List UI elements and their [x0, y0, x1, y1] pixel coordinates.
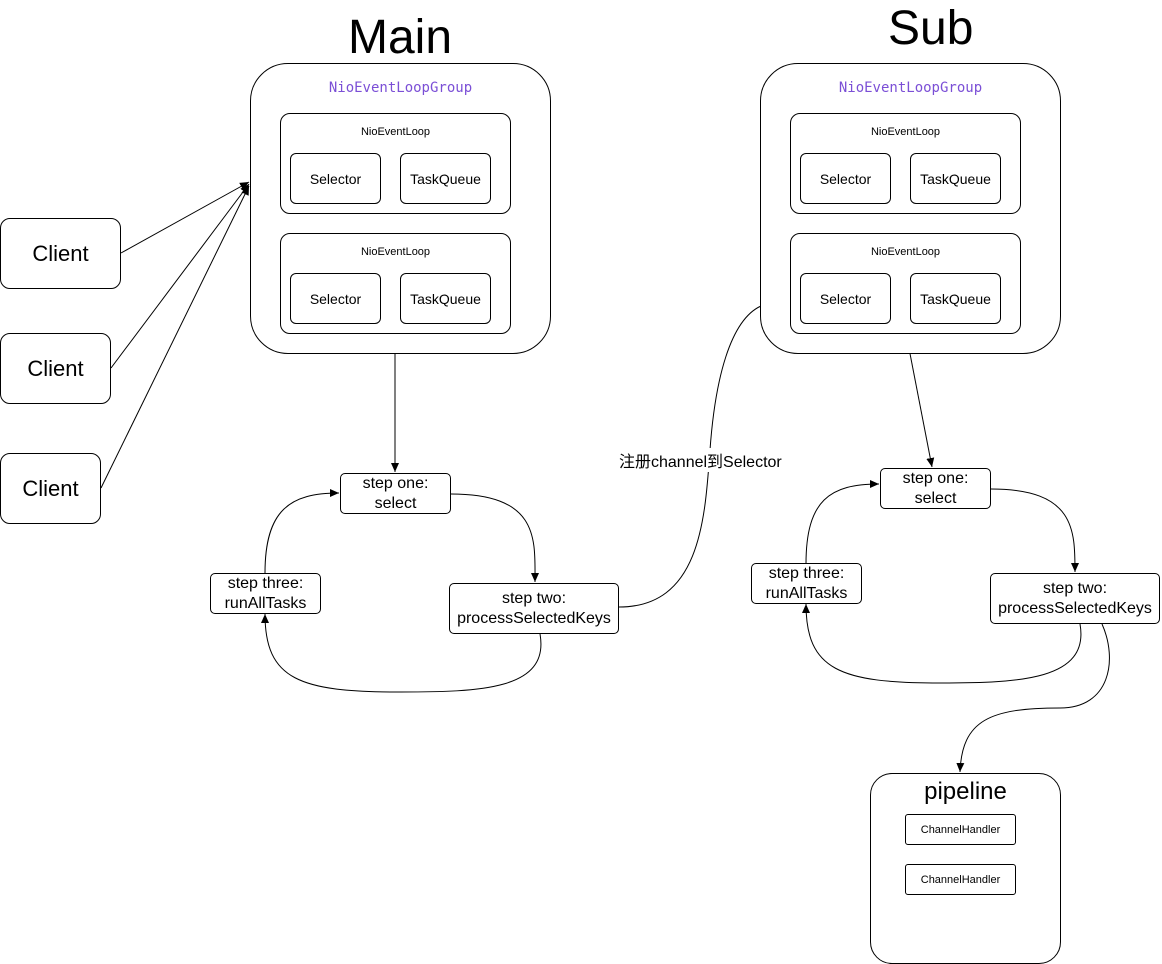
sub-nio-event-loop-group: NioEventLoopGroup NioEventLoop Selector … — [760, 63, 1061, 354]
sub-group-to-step-one — [905, 332, 935, 468]
selector-box: Selector — [290, 273, 381, 324]
client-box-1: Client — [0, 218, 121, 289]
sub-step-three-to-one — [805, 480, 880, 565]
group-label: NioEventLoopGroup — [838, 80, 983, 96]
task-queue-label: TaskQueue — [920, 290, 991, 307]
main-title: Main — [348, 11, 453, 64]
sub-step-one: step one: select — [880, 468, 991, 509]
client-3-connector — [100, 185, 250, 489]
task-queue-box: TaskQueue — [910, 273, 1001, 324]
step-action: select — [374, 494, 417, 512]
task-queue-label: TaskQueue — [410, 170, 481, 187]
channel-handler-box: ChannelHandler — [905, 814, 1016, 845]
group-label: NioEventLoopGroup — [328, 80, 473, 96]
client-label: Client — [22, 475, 79, 501]
channel-handler-box: ChannelHandler — [905, 864, 1016, 895]
selector-label: Selector — [309, 290, 362, 307]
step-heading: step one: — [362, 474, 429, 492]
client-box-3: Client — [0, 453, 101, 524]
loop-label: NioEventLoop — [870, 126, 941, 138]
sub-step-two: step two: processSelectedKeys — [990, 573, 1160, 624]
main-step-three-to-one — [264, 489, 340, 574]
client-2-connector — [110, 183, 250, 369]
sub-step-two-to-three — [802, 603, 1082, 684]
main-step-two: step two: processSelectedKeys — [449, 583, 619, 634]
sub-title: Sub — [888, 2, 974, 55]
selector-box: Selector — [290, 153, 381, 204]
client-label: Client — [32, 240, 89, 266]
selector-label: Selector — [819, 290, 872, 307]
step-heading: step two: — [1042, 579, 1108, 597]
pipeline-box: pipeline ChannelHandler ChannelHandler — [870, 773, 1061, 964]
nio-event-loop: NioEventLoop Selector TaskQueue — [790, 233, 1021, 334]
register-channel-label: 注册channel到Selector — [619, 448, 782, 472]
loop-label: NioEventLoop — [870, 246, 941, 258]
task-queue-box: TaskQueue — [910, 153, 1001, 204]
sub-step-three: step three: runAllTasks — [751, 563, 862, 604]
sub-step-one-to-two — [990, 488, 1079, 573]
selector-box: Selector — [800, 153, 891, 204]
step-action: runAllTasks — [765, 584, 848, 602]
channel-handler-label: ChannelHandler — [920, 823, 1001, 836]
step-action: processSelectedKeys — [998, 599, 1152, 617]
loop-label: NioEventLoop — [360, 246, 431, 258]
main-step-one: step one: select — [340, 473, 451, 514]
client-label: Client — [27, 355, 84, 381]
pipeline-title: pipeline — [924, 778, 1007, 805]
main-step-one-to-two — [450, 493, 540, 583]
step-heading: step three: — [768, 564, 845, 582]
selector-label: Selector — [309, 170, 362, 187]
step-heading: step one: — [902, 469, 969, 487]
nio-event-loop: NioEventLoop Selector TaskQueue — [280, 113, 511, 214]
selector-box: Selector — [800, 273, 891, 324]
main-step-two-to-three — [261, 613, 542, 693]
step-heading: step two: — [501, 589, 567, 607]
step-heading: step three: — [227, 574, 304, 592]
task-queue-label: TaskQueue — [410, 290, 481, 307]
task-queue-box: TaskQueue — [400, 273, 491, 324]
sub-step-two-to-pipeline — [956, 623, 1110, 773]
nio-event-loop: NioEventLoop Selector TaskQueue — [790, 113, 1021, 214]
client-1-connector — [120, 181, 250, 254]
channel-handler-label: ChannelHandler — [920, 873, 1001, 886]
task-queue-box: TaskQueue — [400, 153, 491, 204]
step-action: select — [914, 489, 957, 507]
task-queue-label: TaskQueue — [920, 170, 991, 187]
loop-label: NioEventLoop — [360, 126, 431, 138]
main-step-three: step three: runAllTasks — [210, 573, 321, 614]
client-box-2: Client — [0, 333, 111, 404]
nio-event-loop: NioEventLoop Selector TaskQueue — [280, 233, 511, 334]
step-action: processSelectedKeys — [457, 609, 611, 627]
selector-label: Selector — [819, 170, 872, 187]
step-action: runAllTasks — [224, 594, 307, 612]
main-nio-event-loop-group: NioEventLoopGroup NioEventLoop Selector … — [250, 63, 551, 354]
